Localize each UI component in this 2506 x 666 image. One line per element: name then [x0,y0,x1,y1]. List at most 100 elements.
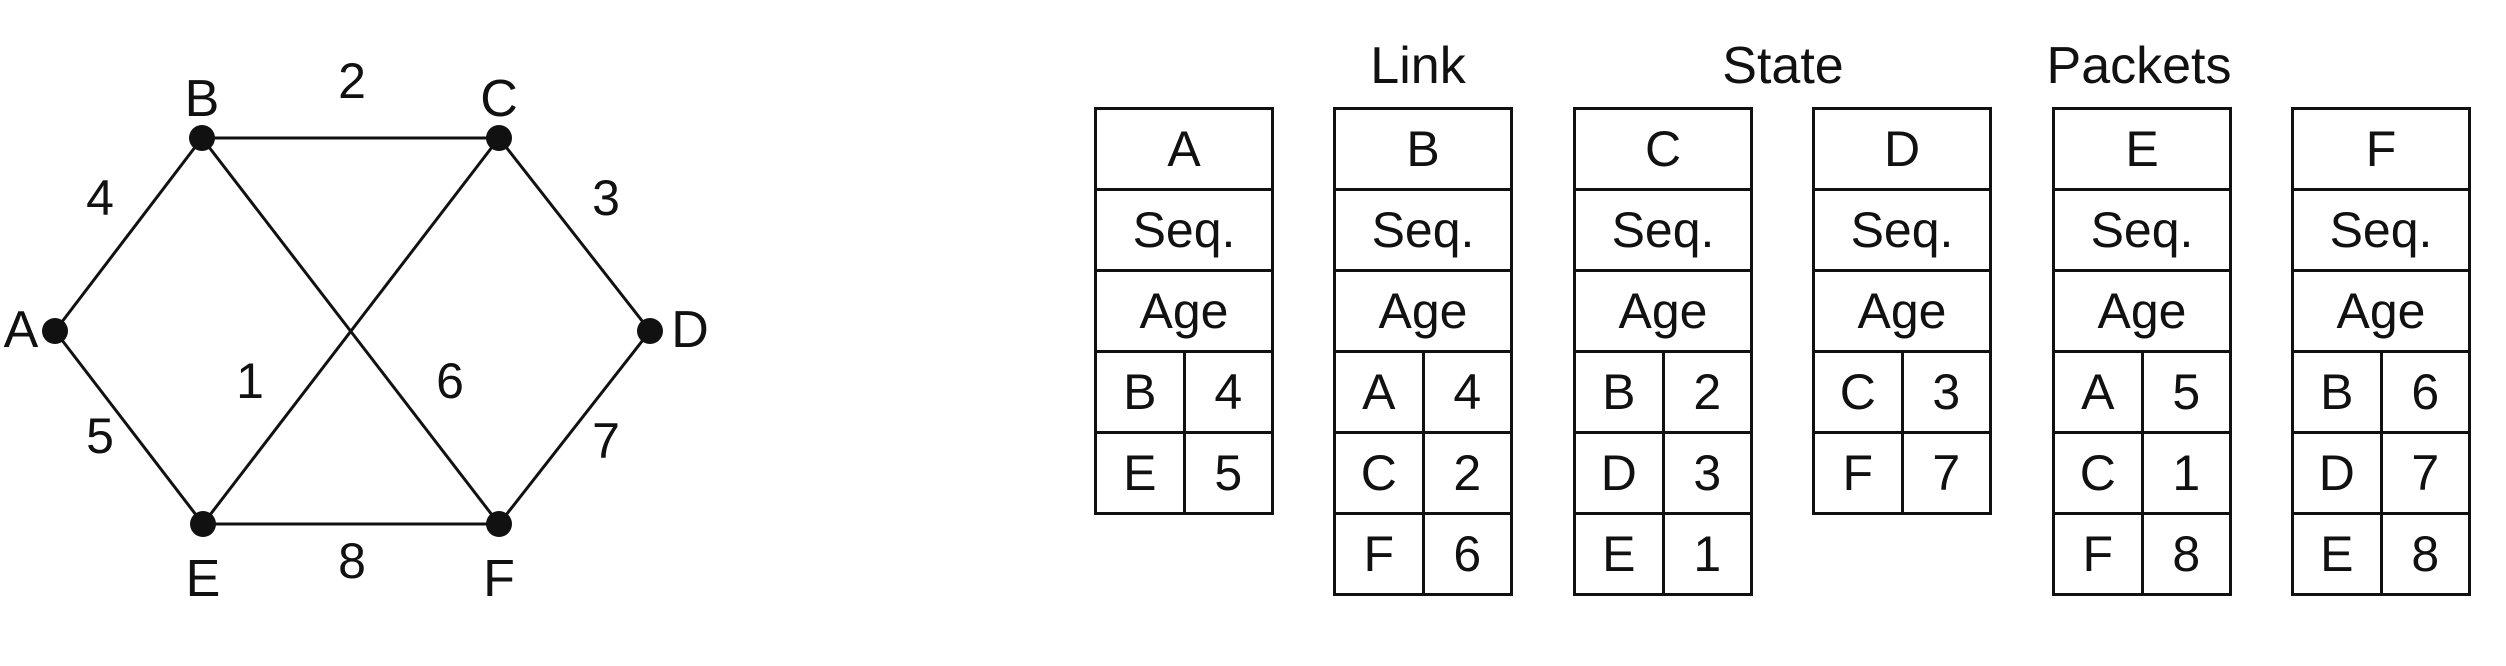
entry-cost: 6 [2379,350,2471,434]
edge-a-e [53,330,205,525]
edge-weight-a-e: 5 [86,408,114,464]
entry-cost: 3 [1661,431,1753,515]
node-c [486,125,512,151]
entry-neighbor: F [2052,512,2144,596]
packet-router: D [1812,107,1992,191]
entry-cost: 2 [1661,350,1753,434]
entry-cost: 4 [1182,350,1274,434]
packet-age: Age [1333,269,1513,353]
network-graph: 4 2 3 5 1 6 7 8 A B C D E F [4,53,709,608]
entry-cost: 1 [1661,512,1753,596]
packet-age: Age [1573,269,1753,353]
edge-weight-b-c: 2 [338,53,366,109]
node-b [189,125,215,151]
entry-neighbor: C [1812,350,1904,434]
entry-cost: 5 [1182,431,1274,515]
entry-neighbor: A [1333,350,1425,434]
entry-neighbor: D [2291,431,2383,515]
entry-cost: 8 [2140,512,2232,596]
packet-router: F [2291,107,2471,191]
entry-neighbor: B [1094,350,1186,434]
node-e [190,511,216,537]
node-label-a: A [4,301,39,359]
packet-seq: Seq. [1094,188,1274,272]
entry-cost: 8 [2379,512,2471,596]
edge-a-b [53,137,204,332]
node-label-b: B [185,70,220,128]
node-label-c: C [480,70,518,128]
entry-cost: 2 [1421,431,1513,515]
packet-router: A [1094,107,1274,191]
edge-b-f [200,137,501,525]
packet-age: Age [2291,269,2471,353]
entry-neighbor: E [1094,431,1186,515]
packet-seq: Seq. [1573,188,1753,272]
entry-neighbor: E [1573,512,1665,596]
entry-cost: 1 [2140,431,2232,515]
entry-neighbor: A [2052,350,2144,434]
node-a [42,318,68,344]
edge-weight-a-b: 4 [86,170,114,226]
heading-state: State [1722,37,1844,95]
node-label-e: E [186,550,221,608]
node-d [637,318,663,344]
packet-router: B [1333,107,1513,191]
packet-seq: Seq. [1333,188,1513,272]
entry-neighbor: D [1573,431,1665,515]
edge-weight-b-f: 6 [436,353,464,409]
edge-d-f [497,330,652,525]
entry-neighbor: B [1573,350,1665,434]
entry-neighbor: B [2291,350,2383,434]
packet-seq: Seq. [1812,188,1992,272]
entry-neighbor: E [2291,512,2383,596]
entry-cost: 7 [2379,431,2471,515]
node-label-d: D [671,301,709,359]
packet-age: Age [2052,269,2232,353]
packet-age: Age [1812,269,1992,353]
entry-cost: 7 [1900,431,1992,515]
entry-cost: 5 [2140,350,2232,434]
entry-neighbor: F [1812,431,1904,515]
edge-weight-e-f: 8 [338,533,366,589]
packet-age: Age [1094,269,1274,353]
edge-weight-d-f: 7 [592,413,620,469]
packet-seq: Seq. [2052,188,2232,272]
heading-packets: Packets [2046,37,2232,95]
edge-weight-c-d: 3 [592,170,620,226]
entry-neighbor: F [1333,512,1425,596]
heading-link: Link [1370,37,1466,95]
edge-c-d [497,137,652,332]
entry-neighbor: C [2052,431,2144,515]
entry-neighbor: C [1333,431,1425,515]
entry-cost: 4 [1421,350,1513,434]
packet-router: E [2052,107,2232,191]
entry-cost: 3 [1900,350,1992,434]
edge-weight-c-e: 1 [236,353,264,409]
packet-seq: Seq. [2291,188,2471,272]
node-label-f: F [483,550,515,608]
entry-cost: 6 [1421,512,1513,596]
node-f [486,511,512,537]
